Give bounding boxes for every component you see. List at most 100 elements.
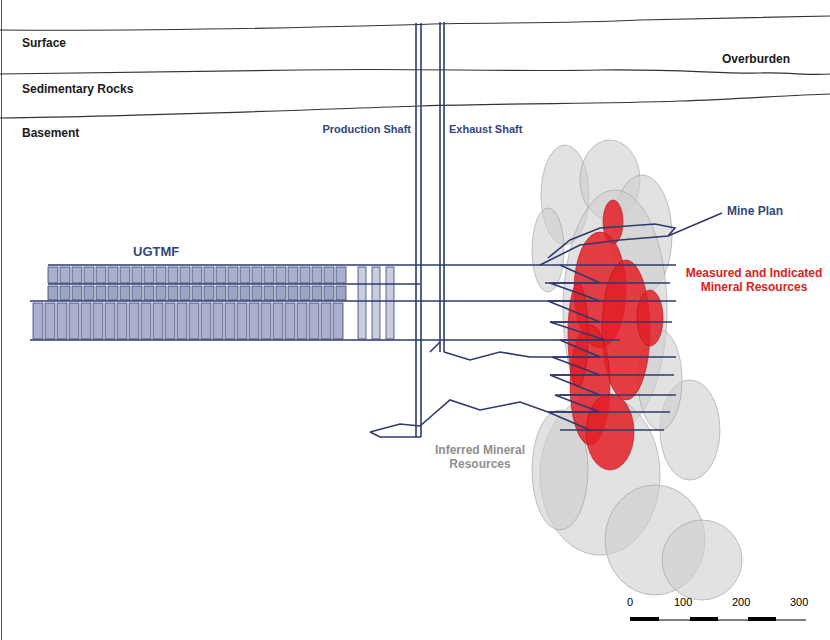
inferred-resources bbox=[532, 140, 742, 600]
ugtmf-panel bbox=[386, 267, 394, 339]
ugtmf-panel bbox=[129, 303, 139, 339]
section-label: Measured and Indicated Mineral Resources bbox=[682, 266, 826, 295]
ugtmf-panel bbox=[69, 303, 79, 339]
ugtmf-panel bbox=[216, 286, 226, 300]
surface-line bbox=[0, 16, 830, 30]
ugtmf-panel bbox=[264, 267, 274, 283]
section-label: Production Shaft bbox=[322, 123, 411, 136]
section-label: Inferred Mineral Resources bbox=[428, 443, 532, 472]
ugtmf-panel bbox=[216, 267, 226, 283]
scale-number: 300 bbox=[790, 596, 808, 609]
ugtmf-panel bbox=[180, 286, 190, 300]
mine-plan bbox=[30, 213, 722, 437]
ugtmf-panel bbox=[261, 303, 271, 339]
ugtmf-panel bbox=[288, 267, 298, 283]
ugtmf-panel bbox=[240, 286, 250, 300]
ugtmf-panel bbox=[180, 267, 190, 283]
ugtmf-panel bbox=[60, 267, 70, 283]
ugtmf-panel bbox=[105, 303, 115, 339]
ugtmf-panel bbox=[153, 303, 163, 339]
ugtmf-panel bbox=[225, 303, 235, 339]
ugtmf-panel bbox=[288, 286, 298, 300]
ugtmf-panel bbox=[84, 267, 94, 283]
ugtmf-panel bbox=[300, 286, 310, 300]
ugtmf-panel bbox=[132, 267, 142, 283]
ugtmf-panel bbox=[213, 303, 223, 339]
ugtmf-panel bbox=[192, 267, 202, 283]
ugtmf-panel bbox=[336, 267, 346, 283]
ugtmf-panel bbox=[96, 267, 106, 283]
ugtmf-panel bbox=[45, 303, 55, 339]
ugtmf-panel bbox=[81, 303, 91, 339]
ugtmf-panel bbox=[108, 267, 118, 283]
ugtmf-panel bbox=[132, 286, 142, 300]
ugtmf-panel bbox=[48, 286, 58, 300]
shafts bbox=[416, 22, 444, 437]
ugtmf-panels bbox=[33, 267, 394, 339]
ugtmf-panel bbox=[237, 303, 247, 339]
frame-line bbox=[1, 0, 2, 640]
ugtmf-panel bbox=[312, 267, 322, 283]
ugtmf-panel bbox=[309, 303, 319, 339]
ugtmf-panel bbox=[177, 303, 187, 339]
ugtmf-panel bbox=[192, 286, 202, 300]
ugtmf-panel bbox=[324, 286, 334, 300]
ugtmf-panel bbox=[120, 267, 130, 283]
ugtmf-panel bbox=[333, 303, 343, 339]
section-label: Mine Plan bbox=[727, 204, 783, 218]
ugtmf-panel bbox=[168, 286, 178, 300]
ugtmf-panel bbox=[144, 267, 154, 283]
ugtmf-panel bbox=[336, 286, 346, 300]
ugtmf-panel bbox=[189, 303, 199, 339]
overburden-boundary bbox=[0, 69, 830, 74]
section-label: UGTMF bbox=[133, 244, 179, 260]
section-label: Sedimentary Rocks bbox=[22, 82, 133, 96]
ugtmf-panel bbox=[204, 267, 214, 283]
ugtmf-panel bbox=[240, 267, 250, 283]
basement-boundary bbox=[0, 94, 830, 118]
scale-bar bbox=[630, 617, 806, 621]
section-label: Basement bbox=[22, 126, 79, 140]
ugtmf-panel bbox=[156, 267, 166, 283]
ugtmf-panel bbox=[372, 267, 380, 339]
ugtmf-panel bbox=[93, 303, 103, 339]
ugtmf-panel bbox=[321, 303, 331, 339]
ugtmf-panel bbox=[165, 303, 175, 339]
ugtmf-panel bbox=[141, 303, 151, 339]
section-label: Surface bbox=[22, 36, 66, 50]
ugtmf-panel bbox=[156, 286, 166, 300]
ugtmf-panel bbox=[276, 267, 286, 283]
ugtmf-panel bbox=[117, 303, 127, 339]
ugtmf-panel bbox=[297, 303, 307, 339]
ugtmf-panel bbox=[252, 286, 262, 300]
scale-number: 0 bbox=[627, 596, 633, 609]
ugtmf-panel bbox=[33, 303, 43, 339]
ugtmf-panel bbox=[273, 303, 283, 339]
ugtmf-panel bbox=[60, 286, 70, 300]
ugtmf-panel bbox=[48, 267, 58, 283]
ugtmf-panel bbox=[201, 303, 211, 339]
section-label: Overburden bbox=[722, 52, 790, 66]
ugtmf-panel bbox=[358, 267, 366, 339]
ugtmf-panel bbox=[252, 267, 262, 283]
ugtmf-panel bbox=[228, 286, 238, 300]
ugtmf-panel bbox=[324, 267, 334, 283]
scale-number: 200 bbox=[732, 596, 750, 609]
ugtmf-panel bbox=[72, 267, 82, 283]
scale-number: 100 bbox=[674, 596, 692, 609]
ugtmf-panel bbox=[108, 286, 118, 300]
ugtmf-panel bbox=[144, 286, 154, 300]
ugtmf-panel bbox=[84, 286, 94, 300]
section-label: Exhaust Shaft bbox=[449, 123, 522, 136]
ugtmf-panel bbox=[228, 267, 238, 283]
ugtmf-panel bbox=[264, 286, 274, 300]
ugtmf-panel bbox=[312, 286, 322, 300]
ugtmf-panel bbox=[168, 267, 178, 283]
ugtmf-panel bbox=[276, 286, 286, 300]
ugtmf-panel bbox=[285, 303, 295, 339]
ugtmf-panel bbox=[204, 286, 214, 300]
ugtmf-panel bbox=[96, 286, 106, 300]
ugtmf-panel bbox=[72, 286, 82, 300]
ugtmf-panel bbox=[300, 267, 310, 283]
ugtmf-panel bbox=[120, 286, 130, 300]
